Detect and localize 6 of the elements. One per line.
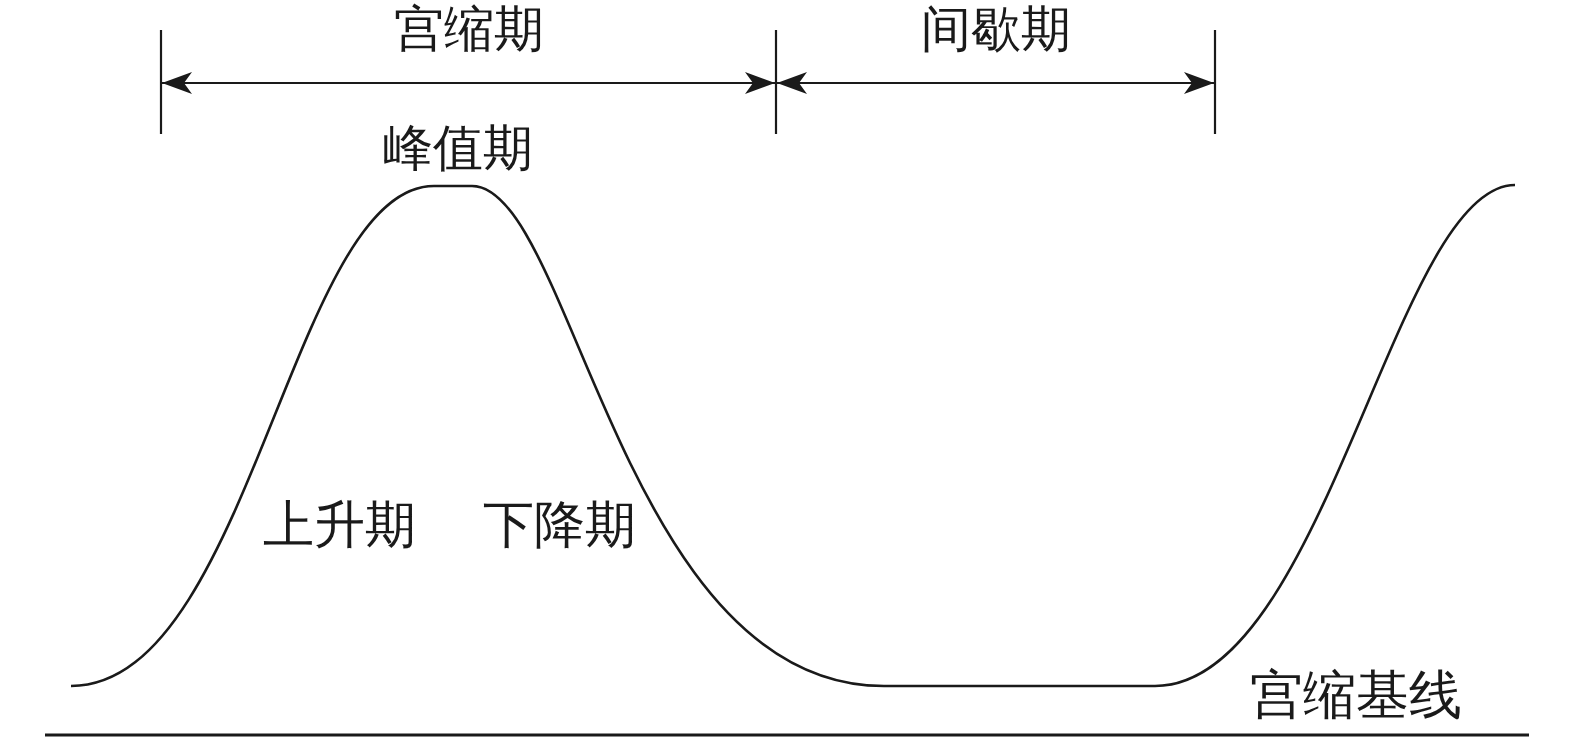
baseline-label: 宫缩基线: [1250, 667, 1462, 721]
phase-label: 峰值期: [383, 123, 533, 173]
phase-label: 上升期: [262, 498, 416, 550]
phase-label: 下降期: [482, 498, 636, 550]
dimension-label: 宫缩期: [394, 4, 544, 54]
dimension-label: 间歇期: [921, 4, 1071, 54]
